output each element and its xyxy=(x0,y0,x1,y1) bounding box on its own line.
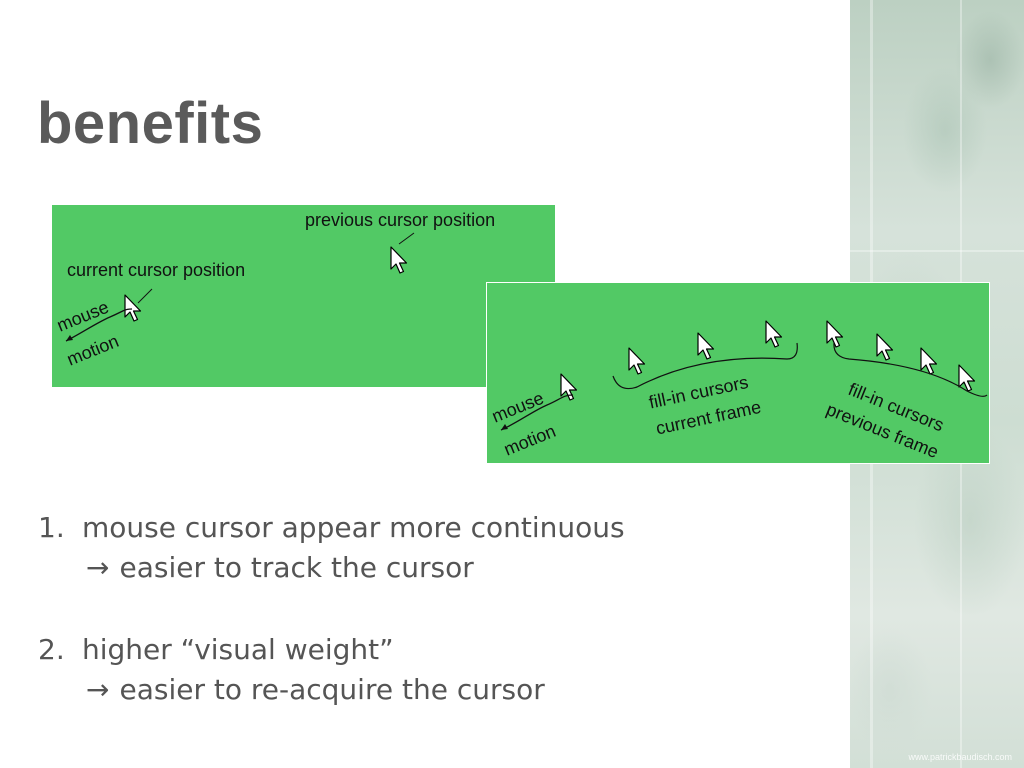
list-item-subtext: easier to re-acquire the cursor xyxy=(119,673,545,706)
fill-in-cursor-icon xyxy=(628,347,646,375)
list-number: 2. xyxy=(38,633,65,666)
list-item-subtext-row: → easier to track the cursor xyxy=(38,548,798,588)
previous-cursor-icon xyxy=(390,246,408,274)
brace-current-frame xyxy=(612,342,798,390)
label-current-cursor: current cursor position xyxy=(67,260,246,280)
list-item-subtext-row: → easier to re-acquire the cursor xyxy=(38,670,798,710)
benefit-list: 1. mouse cursor appear more continuous →… xyxy=(38,508,798,752)
leader-line-current xyxy=(137,288,153,304)
fill-in-cursor-icon xyxy=(920,347,938,375)
right-arrow-icon: → xyxy=(86,673,110,706)
motion-arrowhead-icon xyxy=(66,335,73,341)
figure-b-graphics xyxy=(500,320,988,431)
slide-title: benefits xyxy=(37,91,264,156)
figure-a-graphics xyxy=(65,232,415,342)
motion-curve xyxy=(65,308,133,342)
motion-arrowhead-icon xyxy=(501,424,508,430)
list-item-text: higher “visual weight” xyxy=(82,633,394,666)
fill-in-cursor-icon xyxy=(876,333,894,361)
leader-line-previous xyxy=(398,232,415,245)
current-cursor-icon xyxy=(124,294,142,322)
fill-in-cursor-icon xyxy=(826,320,844,348)
list-item: 1. mouse cursor appear more continuous →… xyxy=(38,508,798,588)
label-previous-cursor: previous cursor position xyxy=(305,210,496,230)
fill-in-cursor-icon xyxy=(697,332,715,360)
motion-curve xyxy=(500,394,574,431)
right-arrow-icon: → xyxy=(86,551,110,584)
list-item-subtext: easier to track the cursor xyxy=(119,551,474,584)
list-item: 2. higher “visual weight” → easier to re-… xyxy=(38,630,798,710)
brace-previous-frame xyxy=(833,342,988,397)
list-number: 1. xyxy=(38,511,65,544)
fill-in-cursor-icon xyxy=(765,320,783,348)
list-item-text: mouse cursor appear more continuous xyxy=(82,511,625,544)
figure-cursor-positions: previous cursor position current cursor … xyxy=(52,205,555,387)
watermark: www.patrickbaudisch.com xyxy=(908,752,1012,762)
figure-fill-in-cursors: mouse motion fill-in cursors current fra… xyxy=(486,282,990,464)
